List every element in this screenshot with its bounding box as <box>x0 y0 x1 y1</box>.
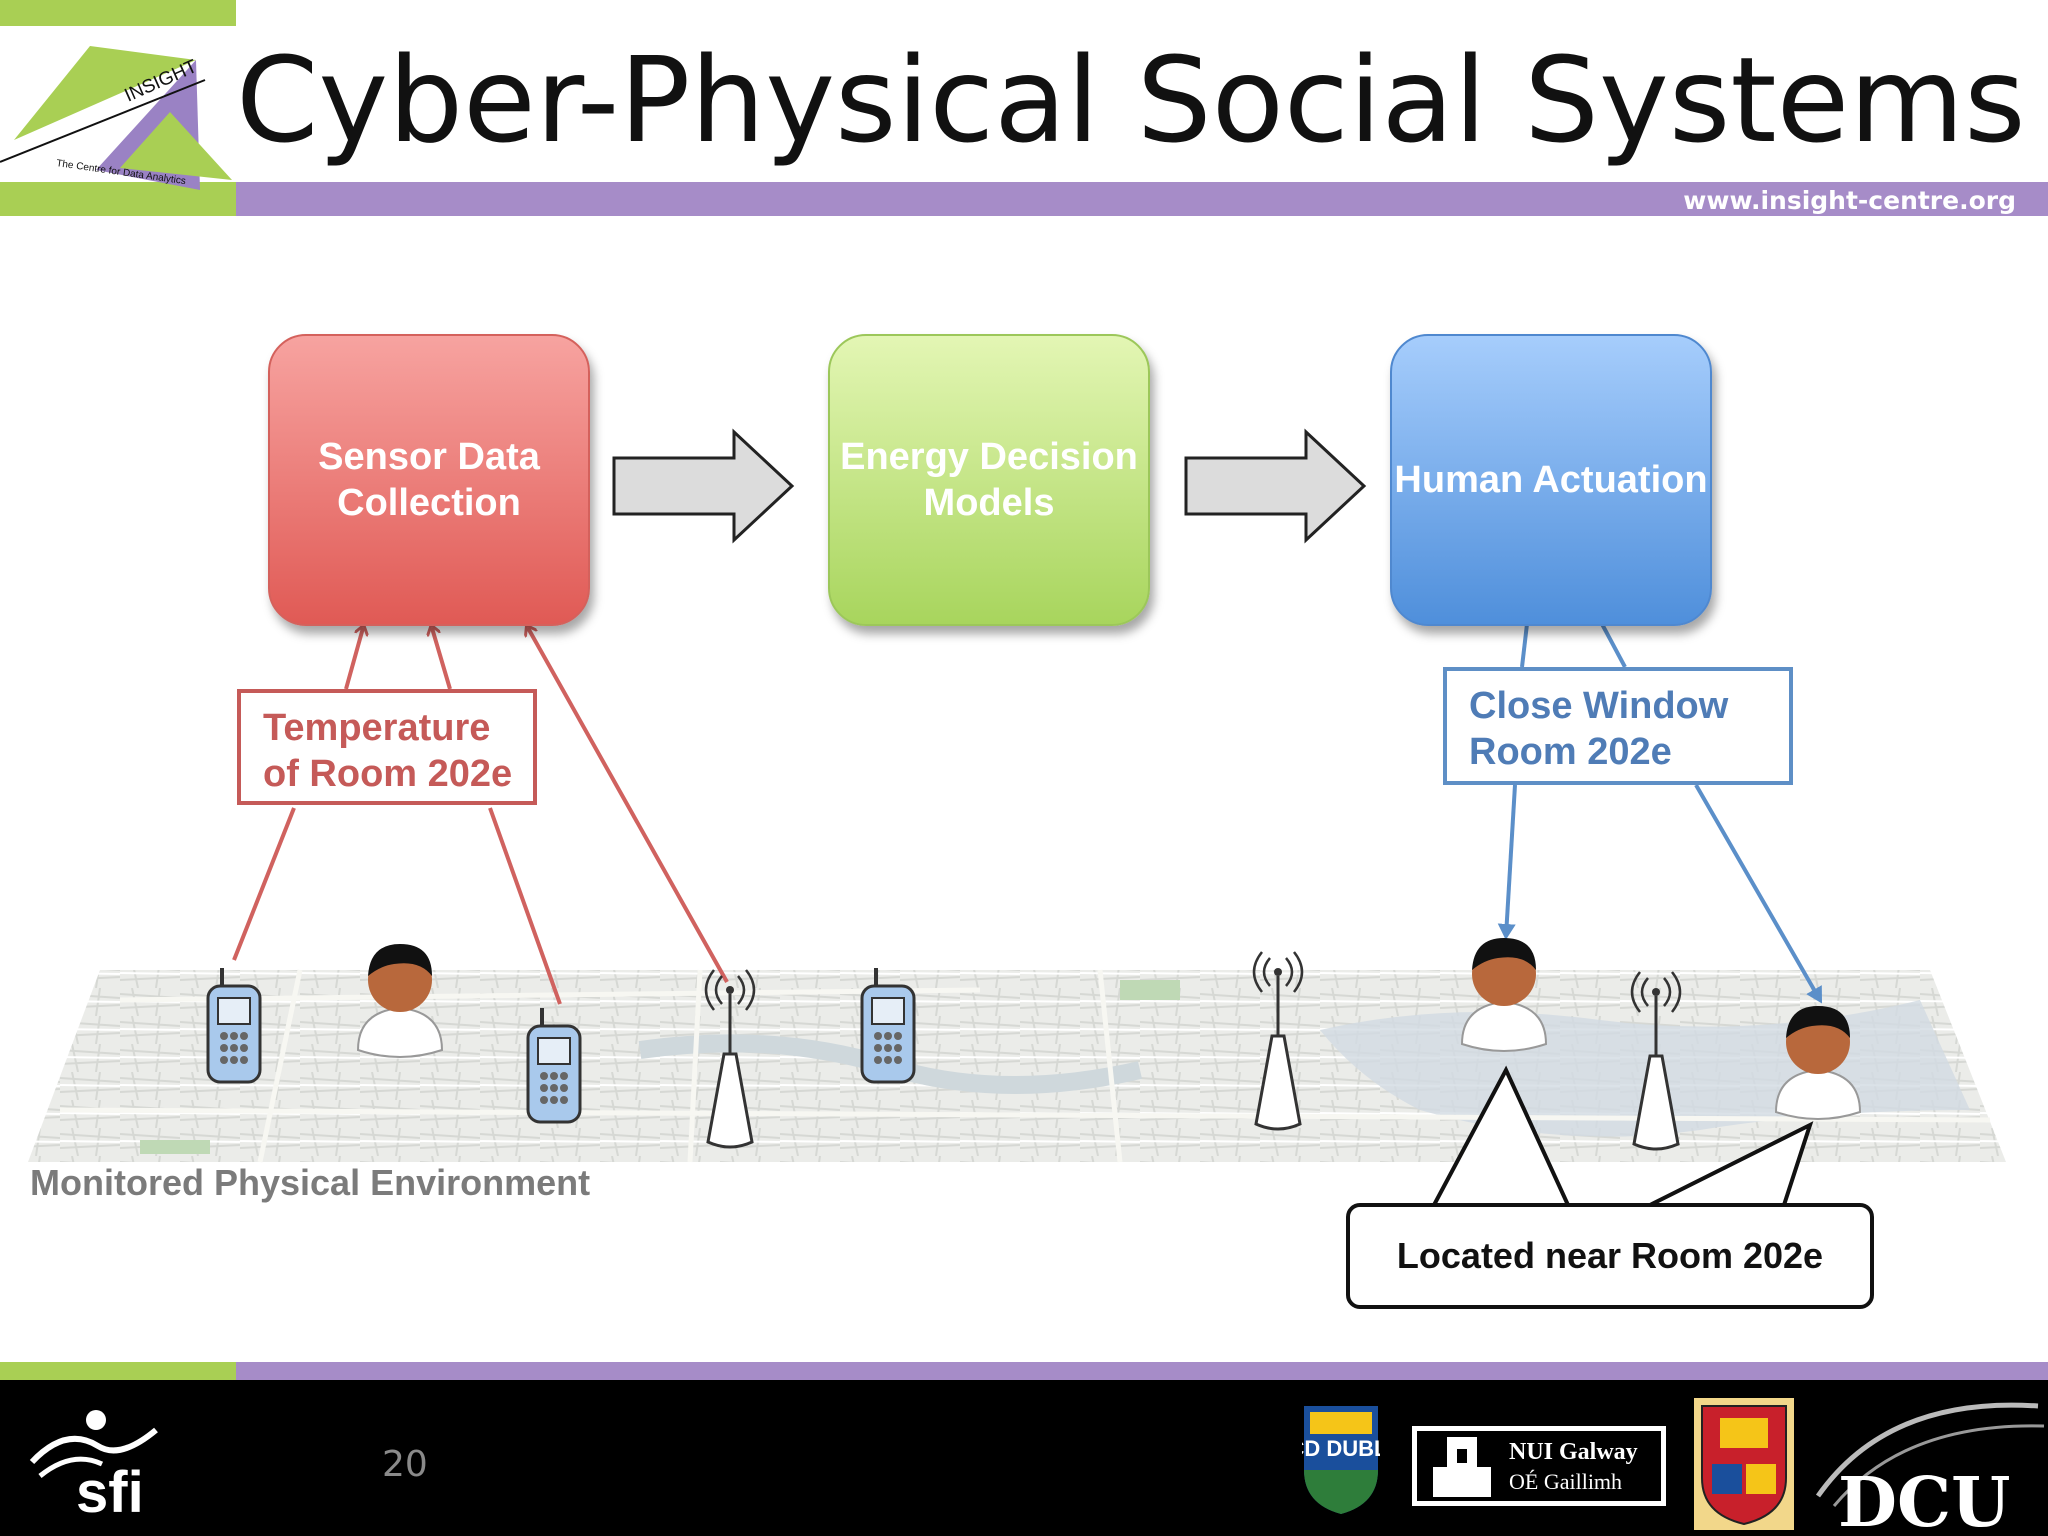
human-actuation-box: Human Actuation <box>1390 334 1712 626</box>
energy-decision-models-box: Energy Decision Models <box>828 334 1150 626</box>
logo-green-triangle <box>14 46 196 140</box>
phone-icon <box>860 968 916 1084</box>
website-link: www.insight-centre.org <box>1683 186 2016 215</box>
slide-title: Cyber-Physical Social Systems <box>236 31 2026 169</box>
nui-galway-text: NUI Galway <box>1509 1439 1638 1465</box>
dcu-text: DCU <box>1838 1463 2010 1536</box>
antenna-icon <box>704 969 756 1149</box>
phone-icon <box>206 968 262 1084</box>
person-icon <box>1460 938 1548 1052</box>
ucd-logo: UCD DUBLIN <box>1302 1406 1380 1514</box>
nui-irish-text: OÉ Gaillimh <box>1509 1469 1623 1494</box>
tower-icon <box>1433 1437 1491 1497</box>
phone-icon <box>526 1008 582 1124</box>
sensor-data-collection-box: Sensor Data Collection <box>268 334 590 626</box>
logo-line <box>0 79 206 163</box>
red-arrows <box>232 628 729 1005</box>
callout-pointers <box>1432 1065 1814 1207</box>
crest-logo <box>1694 1398 1794 1530</box>
flow-arrow-2 <box>1184 428 1367 544</box>
location-callout: Located near Room 202e <box>1346 1203 1874 1309</box>
nui-galway-logo: NUI Galway OÉ Gaillimh <box>1412 1426 1666 1506</box>
blue-arrows <box>1497 623 1822 1004</box>
dcu-logo: DCU <box>1815 1402 2045 1536</box>
flow-arrow-1 <box>612 428 795 544</box>
footer-green-bar <box>0 1362 236 1380</box>
antenna-icon <box>1252 951 1304 1131</box>
footer-purple-bar <box>236 1362 2048 1380</box>
header-accent-bar <box>0 0 236 26</box>
sfi-text: sfi <box>76 1460 144 1516</box>
sfi-logo: sfi <box>29 1410 158 1516</box>
map-roads <box>59 969 1991 1163</box>
map-park <box>140 1140 210 1154</box>
logo-green-triangle-small <box>120 112 232 180</box>
page-number: 20 <box>382 1444 428 1485</box>
antenna-icon <box>1630 971 1682 1151</box>
person-icon <box>356 944 444 1058</box>
map-park <box>1120 980 1180 1000</box>
ucd-text: UCD DUBLIN <box>1302 1436 1380 1461</box>
person-icon <box>1774 1006 1862 1120</box>
close-window-label: Close Window Room 202e <box>1443 667 1793 785</box>
temperature-label: Temperature of Room 202e <box>237 689 537 805</box>
insight-logo: INSIGHT The Centre for Data Analytics <box>0 46 232 190</box>
header-purple-bar <box>236 182 2048 216</box>
environment-label: Monitored Physical Environment <box>30 1162 591 1203</box>
